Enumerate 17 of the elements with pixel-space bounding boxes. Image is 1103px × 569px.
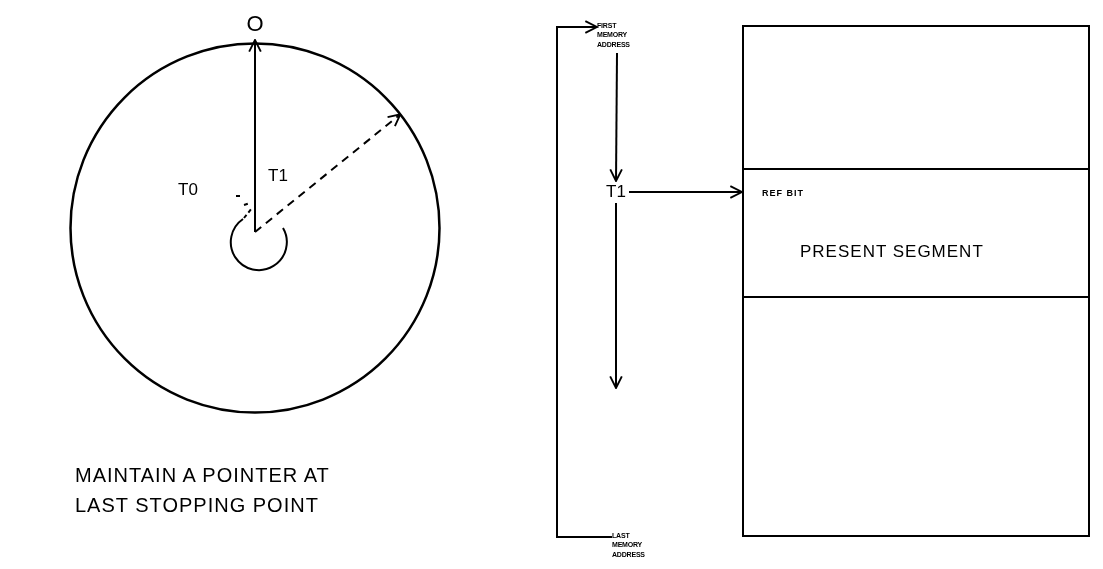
arrow	[609, 52, 623, 182]
arrow	[609, 202, 623, 389]
memory-segment-box	[742, 168, 1090, 298]
memory-segment-box	[742, 25, 1090, 170]
clock-circle	[69, 42, 441, 414]
pointer-label: O	[244, 8, 266, 40]
arrow	[556, 20, 613, 538]
arrow	[248, 39, 262, 233]
caption-text: MAINTAIN A POINTER AT LAST STOPPING POINT	[75, 463, 331, 518]
segment-label: PRESENT SEGMENT	[800, 242, 984, 262]
arrow	[254, 113, 402, 233]
field-label: REF BIT	[762, 188, 804, 198]
pointer-label: T0	[178, 180, 198, 200]
pointer-label: T1	[603, 181, 629, 203]
memory-segment-box	[742, 296, 1090, 537]
arrow	[628, 185, 743, 199]
pointer-label: T1	[268, 166, 288, 186]
